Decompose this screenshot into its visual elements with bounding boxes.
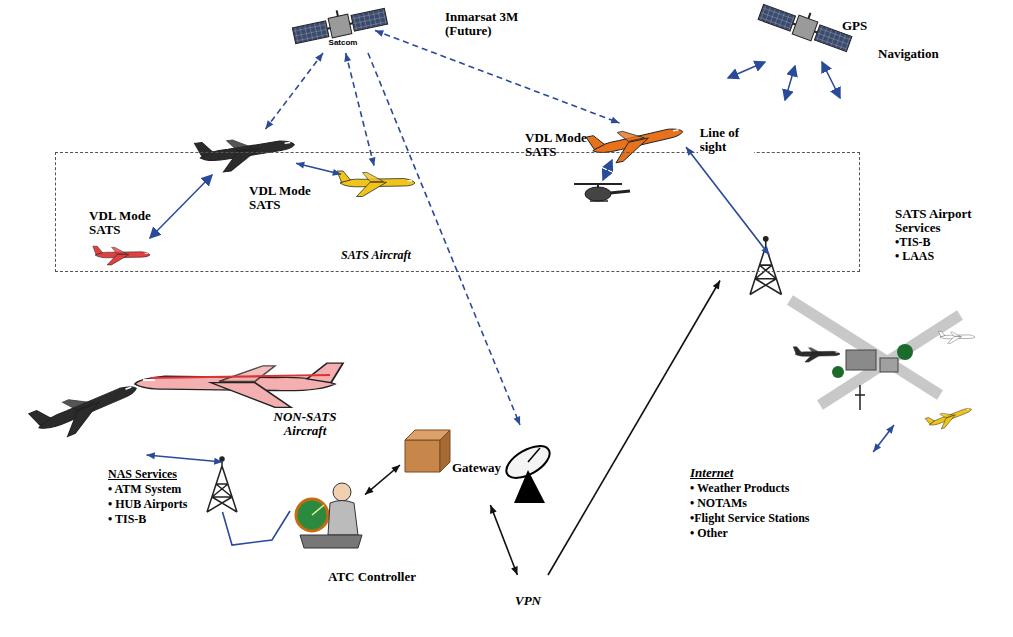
connector — [490, 505, 518, 575]
gps-satellite — [757, 0, 854, 53]
connector — [344, 53, 375, 166]
node-text: • HUB Airports — [108, 498, 203, 511]
aircraft-node: VDL Mode SATS — [201, 129, 296, 174]
group-box: SATS Aircraft VDL Mode SATS VDL Mode SATS V… — [55, 152, 860, 272]
node-text: • NOTAMs — [690, 497, 890, 510]
connector — [266, 53, 324, 129]
node-text: NAS Services — [108, 468, 203, 481]
vpn-cloud: VPN — [478, 575, 578, 630]
satellite-node: GPSNavigation — [770, 5, 840, 55]
node-text: •TIS-B — [895, 236, 995, 249]
node-text: Satcom — [323, 39, 363, 48]
node-text: • ATM System — [108, 483, 203, 496]
connector — [873, 425, 894, 452]
node-text: SATS Airport Services — [895, 207, 995, 236]
atc-controller-figure — [296, 483, 362, 548]
connector — [296, 162, 341, 176]
connector — [375, 30, 620, 123]
node-text: VPN — [508, 594, 548, 608]
airport-scene — [750, 237, 975, 433]
node-text: VDL Mode SATS — [525, 131, 591, 160]
gateway-node: Gateway — [400, 425, 550, 505]
node-text: • TIS-B — [108, 513, 203, 526]
connector — [223, 511, 291, 545]
node-text: • Weather Products — [690, 482, 890, 495]
gps-signal-arrows — [728, 62, 840, 100]
gateway-box — [405, 430, 450, 472]
controller-node: ATC Controller — [290, 470, 365, 552]
connector — [368, 53, 520, 425]
satellite-node: SatcomInmarsat 3M (Future) — [305, 8, 375, 53]
node-text: VDL Mode SATS — [249, 184, 315, 213]
internet-cloud: Internet • Weather Products • NOTAMs •Fligh… — [640, 452, 905, 584]
short-links — [150, 160, 612, 238]
node-text: Inmarsat 3M (Future) — [445, 10, 557, 39]
group-ellipse-outline — [10, 355, 400, 455]
airport-ellipse-outline — [720, 255, 1010, 425]
node-text: ATC Controller — [328, 570, 438, 584]
node-text: Gateway — [452, 461, 512, 475]
aircraft-node: VDL Mode SATS — [591, 123, 686, 163]
aircraft-node: VDL Mode SATS — [341, 166, 416, 201]
node-text: Navigation — [878, 47, 968, 61]
node-text: Internet — [690, 466, 890, 480]
nas-tower — [207, 457, 237, 512]
node-text: NON-SATS Aircraft — [265, 410, 345, 439]
group-ellipse: NON-SATS Aircraft — [10, 355, 400, 455]
connector — [147, 452, 223, 464]
connector — [686, 147, 769, 255]
tower-node: NAS Services• ATM System• HUB Airports• … — [205, 462, 240, 512]
sats-aircraft-icons — [93, 117, 686, 265]
node-text: • LAAS — [895, 250, 995, 263]
node-text: GPS — [842, 19, 882, 33]
node-text: VDL Mode SATS — [89, 209, 155, 238]
node-text: SATS Aircraft — [341, 249, 441, 262]
node-text: •Flight Service Stations — [690, 512, 890, 525]
gateway-dish — [501, 440, 555, 503]
edge-label: Line of sight — [698, 126, 754, 155]
airport-ellipse: SATS Airport Services•TIS-B• LAAS — [720, 255, 1010, 425]
connector — [365, 465, 400, 495]
node-text: • Other — [690, 527, 890, 540]
